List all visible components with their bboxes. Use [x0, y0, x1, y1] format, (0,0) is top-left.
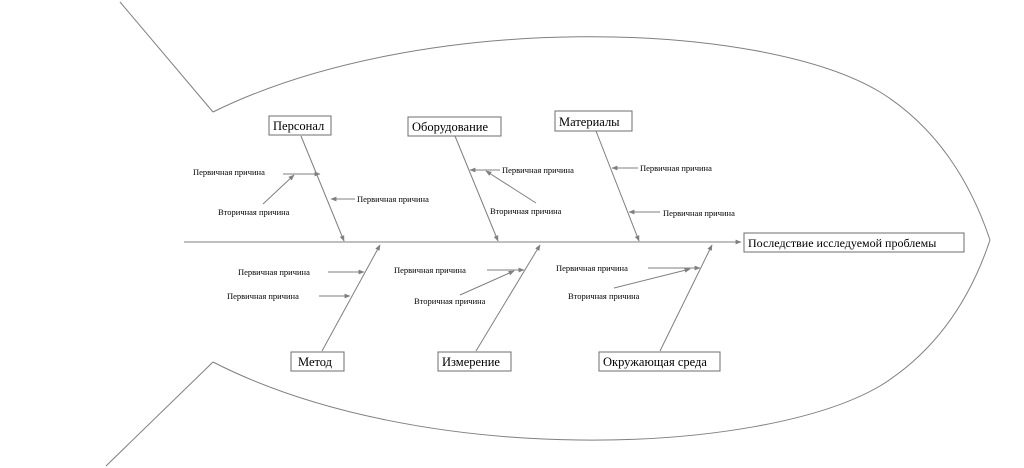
bone-measurement: [475, 244, 541, 352]
category-label-equipment: Оборудование: [412, 120, 488, 134]
arrow-equipment-secondary-1: [485, 170, 537, 204]
category-box-environment: [598, 351, 721, 372]
category-label-method: Метод: [298, 355, 333, 369]
cause-equipment-primary-1: Первичная причина: [502, 165, 574, 175]
category-label-environment: Окружающая среда: [603, 355, 707, 369]
category-box-materials: [554, 110, 633, 132]
cause-materials-primary-1: Первичная причина: [640, 163, 712, 173]
cause-equipment-secondary-1: Вторичная причина: [490, 206, 562, 216]
bone-materials: [595, 130, 640, 242]
cause-materials-primary-2: Первичная причина: [663, 208, 735, 218]
effect-label: Последствие исследуемой проблемы: [748, 236, 936, 250]
category-box-measurement: [437, 351, 512, 372]
category-box-equipment: [407, 116, 502, 137]
bone-equipment: [454, 135, 499, 242]
fish-body-top: [212, 36, 991, 241]
category-label-personnel: Персонал: [273, 119, 324, 133]
arrow-measurement-secondary-1: [459, 270, 515, 296]
cause-environment-primary-1: Первичная причина: [556, 263, 628, 273]
cause-personnel-primary-1: Первичная причина: [193, 167, 265, 177]
bone-environment: [659, 244, 713, 352]
category-box-personnel: [268, 115, 332, 136]
arrow-environment-secondary-1: [613, 267, 691, 289]
cause-method-primary-1: Первичная причина: [238, 267, 310, 277]
category-label-materials: Материалы: [559, 115, 620, 129]
bone-personnel: [300, 135, 345, 242]
category-label-measurement: Измерение: [442, 355, 500, 369]
bone-method: [321, 244, 381, 352]
cause-environment-secondary-1: Вторичная причина: [568, 291, 640, 301]
fish-body-bottom: [212, 239, 991, 441]
cause-personnel-secondary-1: Вторичная причина: [218, 207, 290, 217]
arrow-personnel-secondary-1: [262, 174, 295, 205]
fish-tail-upper: [119, 1, 214, 113]
effect-box: [743, 232, 965, 253]
category-box-method: [290, 351, 345, 372]
cause-measurement-primary-1: Первичная причина: [394, 265, 466, 275]
fish-tail-lower: [105, 361, 214, 467]
cause-personnel-primary-2: Первичная причина: [357, 194, 429, 204]
cause-method-primary-2: Первичная причина: [227, 291, 299, 301]
cause-measurement-secondary-1: Вторичная причина: [414, 296, 486, 306]
